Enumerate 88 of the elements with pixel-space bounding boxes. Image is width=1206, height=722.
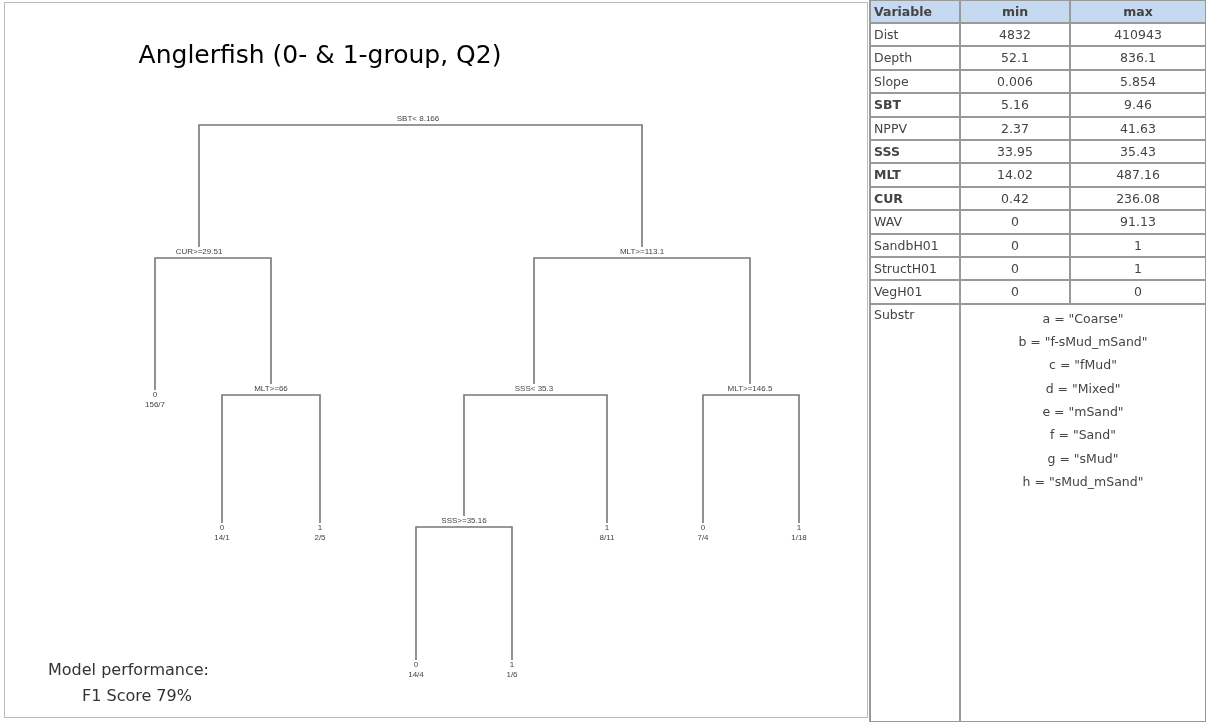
tree-branch — [221, 394, 272, 524]
variable-name: SSS — [870, 140, 960, 164]
value-cell: 1 — [1070, 233, 1206, 257]
chart-title: Anglerfish (0- & 1-group, Q2) — [137, 40, 503, 69]
value-cell: 0 — [960, 257, 1070, 281]
value-cell: 0 — [960, 210, 1070, 234]
value-cell: 0 — [1070, 280, 1206, 304]
leaf-counts: 8/11 — [598, 533, 616, 543]
column-header: max — [1070, 0, 1206, 23]
variable-name: Depth — [870, 46, 960, 70]
leaf-counts: 156/7 — [144, 400, 166, 410]
tree-branch — [702, 394, 751, 524]
category-code: c = "fMud" — [1048, 356, 1118, 375]
leaf-class: 0 — [412, 660, 420, 670]
category-code: d = "Mixed" — [1044, 379, 1122, 398]
leaf-class: 0 — [218, 523, 226, 533]
value-cell: 1 — [1070, 257, 1206, 281]
tree-branch — [641, 257, 751, 385]
value-cell: 52.1 — [960, 46, 1070, 70]
value-cell: 0.42 — [960, 186, 1070, 211]
tree-branch — [533, 394, 608, 524]
tree-branch — [270, 394, 321, 524]
split-rule: SBT< 8.166 — [395, 114, 441, 124]
variable-name: SandbH01 — [870, 233, 960, 257]
leaf-class: 0 — [699, 523, 707, 533]
tree-branch — [463, 394, 535, 517]
value-cell: 0 — [960, 233, 1070, 257]
split-rule: MLT>=146.5 — [726, 384, 774, 394]
tree-branch — [415, 526, 465, 661]
value-cell: 410943 — [1070, 23, 1206, 47]
value-cell: 9.46 — [1070, 93, 1206, 117]
value-cell: 2.37 — [960, 116, 1070, 140]
tree-branch — [463, 526, 513, 661]
category-code: f = "Sand" — [1049, 426, 1117, 445]
value-cell: 91.13 — [1070, 210, 1206, 234]
value-cell: 836.1 — [1070, 46, 1206, 70]
value-cell: 0 — [960, 280, 1070, 304]
column-header: Variable — [870, 0, 960, 23]
split-rule: MLT>=113.1 — [618, 247, 666, 257]
value-cell: 41.63 — [1070, 116, 1206, 140]
tree-branch — [154, 257, 200, 391]
variable-name: NPPV — [870, 116, 960, 140]
split-rule: MLT>=66 — [253, 384, 289, 394]
leaf-counts: 1/18 — [790, 533, 808, 543]
leaf-counts: 14/4 — [407, 670, 425, 680]
tree-branch — [198, 257, 272, 385]
leaf-counts: 2/5 — [313, 533, 327, 543]
tree-branch — [749, 394, 800, 524]
category-code: e = "mSand" — [1041, 403, 1125, 421]
category-code: b = "f-sMud_mSand" — [1017, 333, 1149, 352]
variable-name: StructH01 — [870, 257, 960, 281]
tree-branch — [533, 257, 643, 385]
leaf-class: 1 — [316, 523, 324, 533]
tree-branch — [198, 124, 419, 248]
leaf-class: 1 — [508, 660, 516, 670]
value-cell: 14.02 — [960, 163, 1070, 187]
leaf-class: 0 — [151, 390, 159, 400]
variable-name: Substr — [870, 303, 960, 722]
variable-name: Slope — [870, 69, 960, 94]
performance-note: Model performance: — [48, 660, 209, 679]
split-rule: SSS>=35.16 — [440, 516, 488, 526]
value-cell: 0.006 — [960, 69, 1070, 94]
leaf-counts: 14/1 — [213, 533, 231, 543]
category-code: a = "Coarse" — [1041, 309, 1125, 328]
variable-name: CUR — [870, 186, 960, 211]
variable-name: VegH01 — [870, 280, 960, 304]
variable-name: WAV — [870, 210, 960, 234]
variable-name: MLT — [870, 163, 960, 187]
variable-name: SBT — [870, 93, 960, 117]
value-cell: 487.16 — [1070, 163, 1206, 187]
value-cell: 33.95 — [960, 140, 1070, 164]
leaf-class: 1 — [795, 523, 803, 533]
variable-name: Dist — [870, 23, 960, 47]
category-code: g = "sMud" — [1046, 449, 1120, 468]
performance-note: F1 Score 79% — [82, 686, 192, 705]
split-rule: CUR>=29.51 — [174, 247, 224, 257]
value-cell: 5.16 — [960, 93, 1070, 117]
column-header: min — [960, 0, 1070, 23]
value-cell: 35.43 — [1070, 140, 1206, 164]
value-cell: 4832 — [960, 23, 1070, 47]
split-rule: SSS< 35.3 — [513, 384, 555, 394]
value-cell: 5.854 — [1070, 69, 1206, 94]
leaf-counts: 1/6 — [505, 670, 519, 680]
tree-branch — [417, 124, 643, 248]
category-code: h = "sMud_mSand" — [1021, 472, 1145, 491]
leaf-class: 1 — [603, 523, 611, 533]
value-cell: 236.08 — [1070, 186, 1206, 211]
leaf-counts: 7/4 — [696, 533, 710, 543]
